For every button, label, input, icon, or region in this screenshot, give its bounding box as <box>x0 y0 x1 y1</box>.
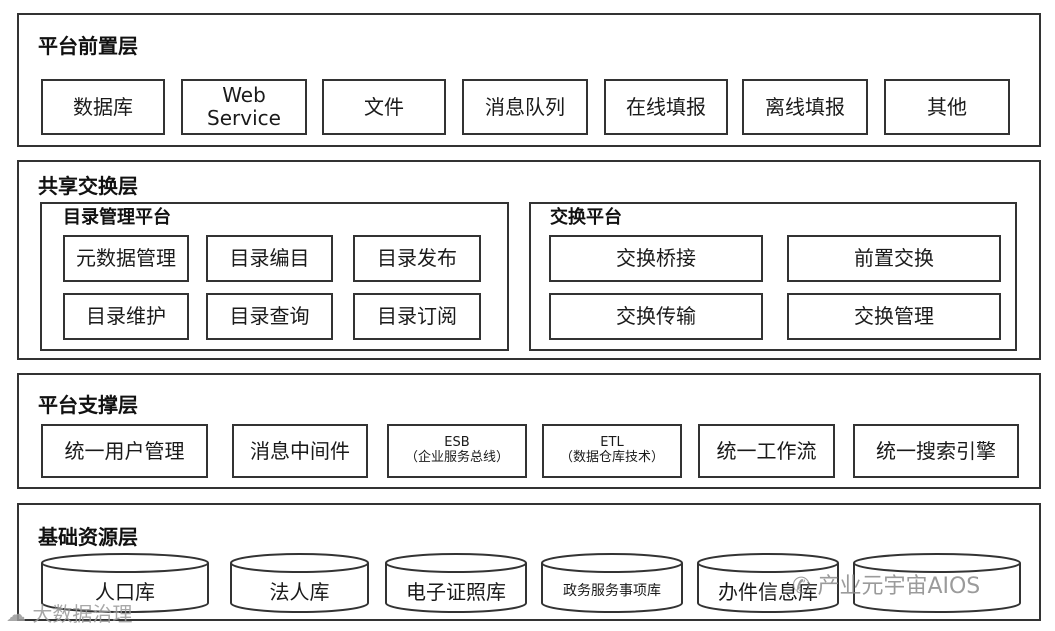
support-item-user-management: 统一用户管理 <box>41 424 208 478</box>
catalog-item-metadata: 元数据管理 <box>63 235 189 282</box>
front-item-message-queue: 消息队列 <box>462 79 588 135</box>
cylinder-icon <box>230 553 369 613</box>
cylinder-icon <box>697 553 839 613</box>
resource-db-population: 人口库 <box>41 553 209 613</box>
watermark-logo-icon: ☁ <box>6 602 26 626</box>
resource-db-service-items: 政务服务事项库 <box>541 553 683 613</box>
support-item-label: 统一搜索引擎 <box>876 438 996 463</box>
cylinder-icon <box>41 553 209 613</box>
support-item-label: 统一用户管理 <box>64 438 185 463</box>
catalog-item-query: 目录查询 <box>206 293 333 340</box>
catalog-platform-title: 目录管理平台 <box>63 207 171 228</box>
support-layer-title: 平台支撑层 <box>38 393 138 417</box>
front-item-database: 数据库 <box>41 79 165 135</box>
exchange-platform-title: 交换平台 <box>550 207 622 228</box>
cylinder-icon <box>541 553 683 613</box>
watermark-right-text: 产业元宇宙AIOS <box>817 574 981 599</box>
support-item-workflow: 统一工作流 <box>698 424 835 478</box>
watermark-left: ☁ 大数据治理 <box>6 598 132 627</box>
catalog-item-maintain: 目录维护 <box>63 293 189 340</box>
front-item-file: 文件 <box>322 79 446 135</box>
cylinder-icon <box>853 553 1021 613</box>
support-item-message-middleware: 消息中间件 <box>232 424 368 478</box>
exchange-item-bridge: 交换桥接 <box>549 235 763 282</box>
front-item-offline-report: 离线填报 <box>742 79 868 135</box>
catalog-item-subscribe: 目录订阅 <box>353 293 481 340</box>
catalog-item-publish: 目录发布 <box>353 235 481 282</box>
front-item-other: 其他 <box>884 79 1010 135</box>
resource-label: 法人库 <box>269 579 330 604</box>
support-item-label: ETL <box>600 435 624 451</box>
resource-label: 办件信息库 <box>718 579 818 604</box>
resource-db-e-license: 电子证照库 <box>385 553 527 613</box>
resource-label: 电子证照库 <box>406 579 506 604</box>
watermark-wechat-icon: ✆ <box>792 574 811 599</box>
front-item-web-service: Web Service <box>181 79 307 135</box>
catalog-platform <box>40 202 509 351</box>
cylinder-icon <box>385 553 527 613</box>
exchange-item-transfer: 交换传输 <box>549 293 763 340</box>
support-item-label: ESB <box>444 435 470 451</box>
front-layer-title: 平台前置层 <box>38 34 138 58</box>
resource-db-case-info: 办件信息库 <box>697 553 839 613</box>
support-item-search-engine: 统一搜索引擎 <box>853 424 1019 478</box>
catalog-item-cataloging: 目录编目 <box>206 235 333 282</box>
watermark-left-text: 大数据治理 <box>32 602 133 626</box>
front-item-online-report: 在线填报 <box>604 79 728 135</box>
support-item-label: 消息中间件 <box>250 438 350 463</box>
support-item-etl: ETL （数据仓库技术） <box>542 424 682 478</box>
resource-label: 政务服务事项库 <box>563 583 661 599</box>
exchange-item-management: 交换管理 <box>787 293 1001 340</box>
resource-layer-title: 基础资源层 <box>38 525 138 549</box>
resource-db-legal-person: 法人库 <box>230 553 369 613</box>
support-item-label: 统一工作流 <box>716 438 817 463</box>
exchange-platform <box>529 202 1017 351</box>
support-item-sublabel: （企业服务总线） <box>404 450 509 465</box>
exchange-layer-title: 共享交换层 <box>38 174 138 198</box>
support-item-sublabel: （数据仓库技术） <box>559 450 664 465</box>
resource-label: 人口库 <box>95 579 155 604</box>
watermark-right: ✆ 产业元宇宙AIOS <box>792 568 980 600</box>
support-item-esb: ESB （企业服务总线） <box>387 424 527 478</box>
exchange-item-front-exchange: 前置交换 <box>787 235 1001 282</box>
resource-db-unlabeled <box>853 553 1021 613</box>
